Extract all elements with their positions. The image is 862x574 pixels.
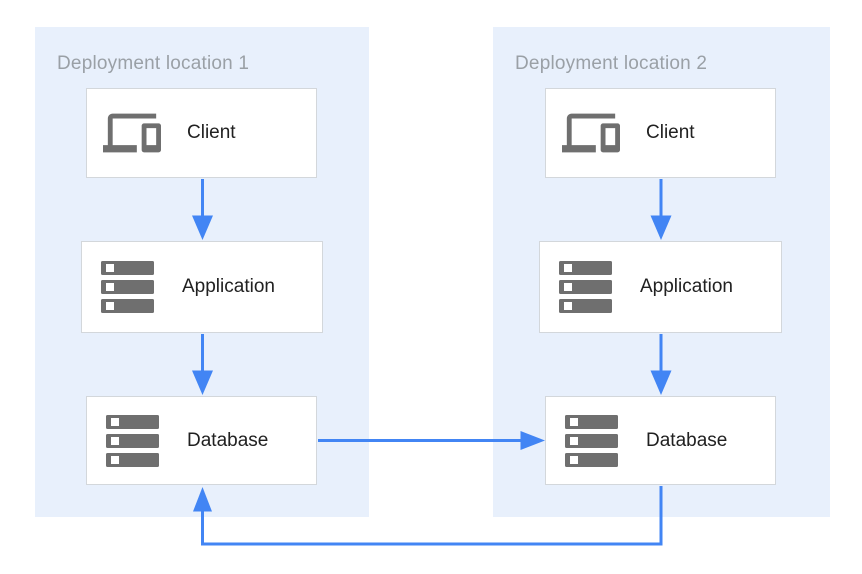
devices-icon [562, 104, 620, 162]
panel-2-title: Deployment location 2 [515, 53, 708, 74]
node-database-2: Database [545, 396, 776, 485]
node-database-1: Database [86, 396, 317, 485]
node-label: Database [187, 429, 269, 451]
node-label: Application [182, 276, 275, 297]
node-label: Client [646, 122, 695, 143]
node-client-2: Client [545, 88, 776, 178]
node-label: Database [646, 429, 728, 451]
panel-1-title: Deployment location 1 [57, 53, 250, 74]
node-application-2: Application [539, 241, 782, 333]
server-stack-icon [98, 261, 156, 313]
node-application-1: Application [81, 241, 323, 333]
node-client-1: Client [86, 88, 317, 178]
server-stack-icon [556, 261, 614, 313]
server-stack-icon [103, 414, 161, 467]
node-label: Application [640, 276, 733, 297]
server-stack-icon [562, 414, 620, 467]
node-label: Client [187, 122, 236, 143]
devices-icon [103, 104, 161, 162]
